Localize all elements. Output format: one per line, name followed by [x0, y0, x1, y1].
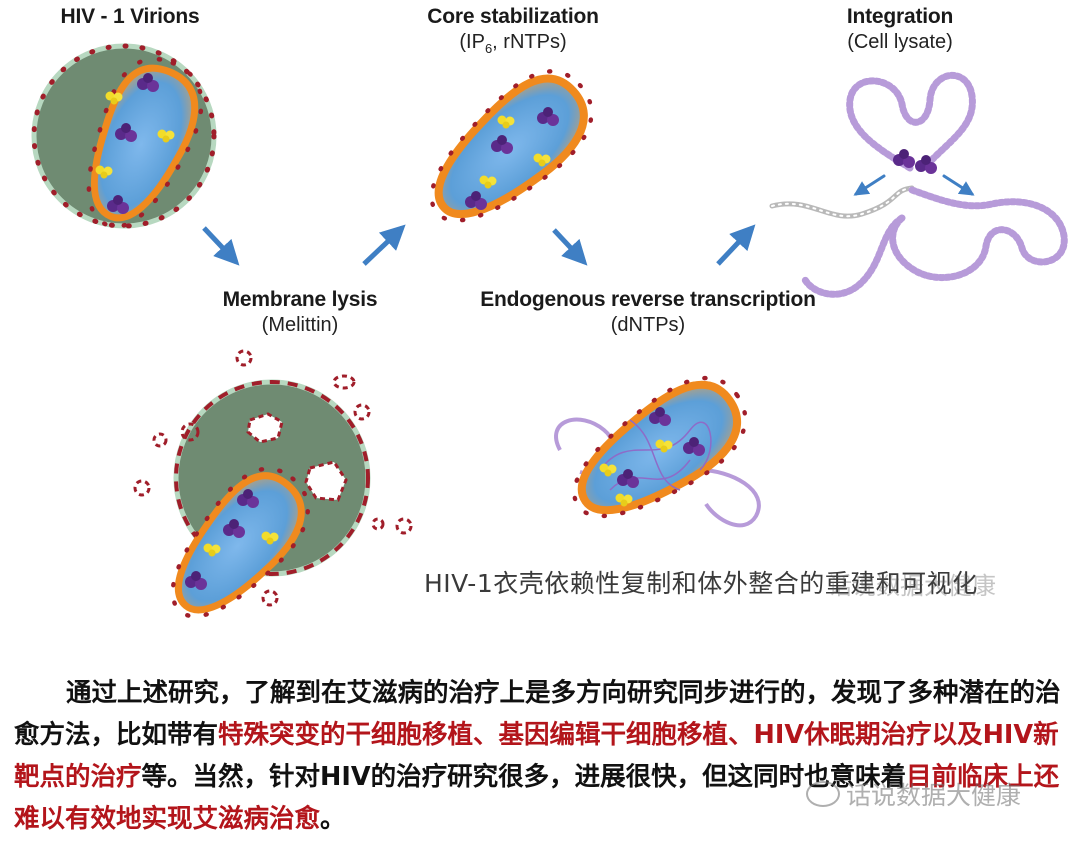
label-membrane-lysis: Membrane lysis (Melittin): [190, 288, 410, 337]
watermark-top: 话说数据大健康: [828, 572, 996, 600]
watermark-bottom: 话说数据大健康: [806, 776, 1021, 812]
label-core-subtitle: (IP6, rNTPs): [459, 31, 567, 56]
label-core-stabilization: Core stabilization (IP6, rNTPs): [388, 5, 638, 56]
label-integration-subtitle: (Cell lysate): [847, 31, 953, 53]
label-membrane-title: Membrane lysis: [222, 288, 378, 311]
reverse-transcription-core: [554, 375, 761, 528]
virion-particle: [31, 43, 217, 229]
diagram-canvas: [31, 43, 1068, 619]
label-rt-subtitle: (dNTPs): [610, 314, 686, 336]
paragraph-highlight-1: 特殊突变的干细胞移植、基因编辑干细胞移植、HIV休眠期治疗以及HIV新靶点的治疗: [14, 720, 1059, 792]
paragraph-text-1: 通过上述研究，了解到在艾滋病的治疗上是多方向研究同步进行的，发现了多种潜在的治愈…: [14, 678, 1061, 750]
label-integration-title: Integration: [846, 5, 954, 28]
integration-dna: [769, 72, 1068, 298]
lysed-membrane: [133, 349, 413, 619]
flow-arrows: [202, 224, 756, 266]
paragraph-text-2: 等。当然，针对HIV的治疗研究很多，进展很快，但这同时也意味着: [141, 762, 907, 792]
paragraph-highlight-2: 目前临床上还难以有效地实现艾滋病治愈: [14, 762, 1060, 834]
label-virions-title: HIV - 1 Virions: [60, 5, 200, 28]
figure-caption: HIV-1衣壳依赖性复制和体外整合的重建和可视化: [424, 569, 978, 598]
paragraph-text-3: 。: [320, 804, 346, 834]
label-virions: HIV - 1 Virions: [30, 5, 230, 29]
hiv-diagram: HIV - 1 Virions Core stabilization (IP6,…: [30, 5, 1068, 619]
label-membrane-subtitle: (Melittin): [261, 314, 339, 336]
label-core-title: Core stabilization: [427, 5, 599, 28]
label-integration: Integration (Cell lysate): [810, 5, 990, 54]
label-reverse-transcription: Endogenous reverse transcription (dNTPs): [448, 288, 848, 337]
body-paragraph: 通过上述研究，了解到在艾滋病的治疗上是多方向研究同步进行的，发现了多种潜在的治愈…: [14, 672, 1070, 840]
label-rt-title: Endogenous reverse transcription: [480, 288, 816, 311]
watermark-bottom-text: 话说数据大健康: [846, 781, 1022, 810]
wechat-icon: [806, 781, 840, 807]
